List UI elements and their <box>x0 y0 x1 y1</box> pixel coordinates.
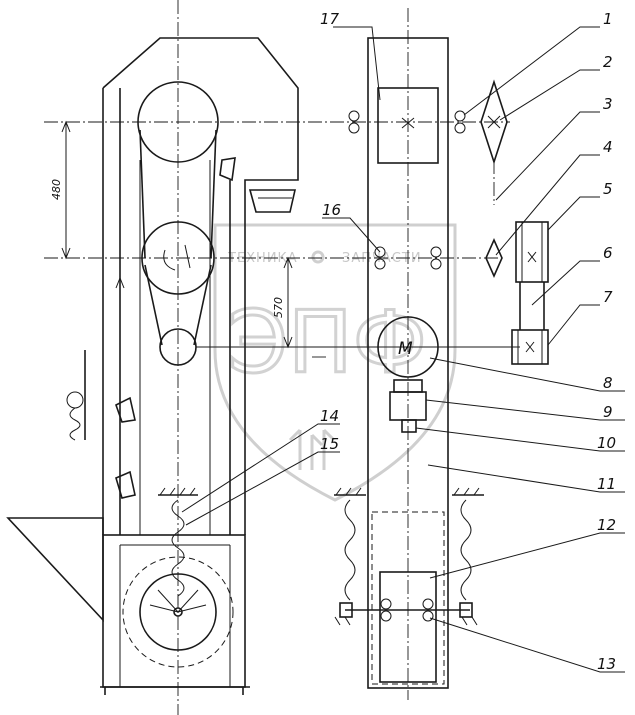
belt-right-lower <box>193 264 212 346</box>
bucket-top <box>219 157 236 182</box>
dimensions: 480 570 <box>50 120 520 358</box>
head-casing <box>102 37 299 190</box>
leader-9 <box>425 399 625 421</box>
watermark: ЭПФ ТЕХНИКА ЗАПЧАСТИ <box>213 223 457 502</box>
leader-7 <box>547 304 600 346</box>
tension-spring-front-right <box>460 499 472 601</box>
watermark-shield <box>213 223 457 502</box>
pulley-hub <box>163 244 191 271</box>
leader-8 <box>429 357 625 392</box>
boot-bearing-hatch <box>334 616 478 626</box>
bearing-head-left <box>348 110 360 134</box>
leader-2 <box>499 69 600 121</box>
boot-drum-hidden <box>371 511 445 685</box>
head-drum <box>377 87 439 164</box>
motor-label: M <box>398 339 413 359</box>
dim-480-label: 480 <box>50 179 63 200</box>
discharge-spout <box>248 189 297 213</box>
front-casing <box>367 37 449 689</box>
watermark-gear-icon <box>311 250 325 264</box>
leader-13 <box>429 617 625 673</box>
arrow-head <box>115 276 125 289</box>
leader-15 <box>185 451 340 526</box>
drive-pulley-upper <box>515 221 549 283</box>
coupling <box>401 419 417 433</box>
boot-pulley-hidden <box>122 556 234 668</box>
callout-16: 16 <box>322 201 341 219</box>
drive-pulley-lower-detail <box>517 330 543 364</box>
bearing-head-right <box>454 110 466 134</box>
leader-12 <box>429 532 625 579</box>
watermark-wheat-icon <box>288 428 336 470</box>
callout-5: 5 <box>603 180 613 198</box>
leader-3 <box>495 111 600 201</box>
drive-pulley-lower <box>511 329 549 365</box>
boot-hatching <box>149 589 207 613</box>
leader-5 <box>547 196 600 231</box>
callout-15: 15 <box>320 435 339 453</box>
callout-13: 13 <box>597 655 616 673</box>
leader-14 <box>181 423 340 513</box>
bearing-mid-right <box>430 246 442 270</box>
boot-shaft <box>173 607 183 617</box>
leader-16 <box>322 217 381 253</box>
boot-drum <box>379 571 437 683</box>
tension-spring-front-left <box>344 499 356 601</box>
drive-pulley-upper-detail <box>521 222 543 282</box>
belt-left-lower <box>144 264 163 346</box>
callout-9: 9 <box>603 403 613 421</box>
head-pulley <box>137 81 219 163</box>
bearing-mid-left <box>374 246 386 270</box>
callout-11: 11 <box>597 475 616 493</box>
elevator-front-view: M <box>334 37 549 689</box>
callout-6: 6 <box>603 244 613 262</box>
inspection-spring <box>69 407 81 441</box>
bucket-left-2 <box>115 470 136 499</box>
callout-8: 8 <box>603 374 613 392</box>
bucket-left-1 <box>115 396 136 423</box>
sprocket-top <box>480 79 508 165</box>
sprocket-small <box>485 238 503 278</box>
spring-mount-front-hatch <box>335 487 480 496</box>
callout-7: 7 <box>603 288 613 306</box>
leader-1 <box>463 26 600 116</box>
callout-1: 1 <box>603 10 613 28</box>
callout-2: 2 <box>603 53 613 71</box>
belt-left-upper <box>139 129 146 259</box>
leader-10 <box>415 427 625 452</box>
boot-bearing-left <box>339 602 353 618</box>
callout-4: 4 <box>603 138 613 156</box>
callout-14: 14 <box>320 407 339 425</box>
callout-numbers: 17 1 2 3 4 5 6 7 8 9 10 11 12 13 14 15 1… <box>320 10 616 673</box>
leader-6 <box>531 260 600 306</box>
boot-pulley <box>139 573 217 651</box>
callout-17: 17 <box>320 10 340 28</box>
motor <box>377 316 439 378</box>
callout-12: 12 <box>597 516 616 534</box>
spring-mount-hatch <box>159 487 196 496</box>
dim-480-arrows <box>61 120 71 260</box>
leader-lines <box>181 26 625 673</box>
leader-4 <box>495 154 600 256</box>
belt-right-upper <box>210 129 217 259</box>
sprocket-top-mark <box>487 115 501 129</box>
intermediate-pulley <box>141 221 215 295</box>
head-drum-mark <box>401 117 415 129</box>
dim-570-label: 570 <box>272 297 285 318</box>
boot-feet <box>104 687 244 695</box>
watermark-text-technika: ТЕХНИКА <box>227 251 298 266</box>
watermark-text-zapchasti: ЗАПЧАСТИ <box>342 251 422 266</box>
leader-11 <box>427 464 625 493</box>
inspection-knob <box>66 391 84 409</box>
leader-17 <box>333 26 381 101</box>
tension-spring-left <box>171 499 185 605</box>
boot-bearing-right <box>459 602 473 618</box>
callout-3: 3 <box>603 95 613 113</box>
boot-rollers <box>380 598 434 622</box>
feed-hopper <box>6 517 104 623</box>
callout-10: 10 <box>597 434 616 452</box>
watermark-logo-text: ЭПФ <box>228 293 427 393</box>
